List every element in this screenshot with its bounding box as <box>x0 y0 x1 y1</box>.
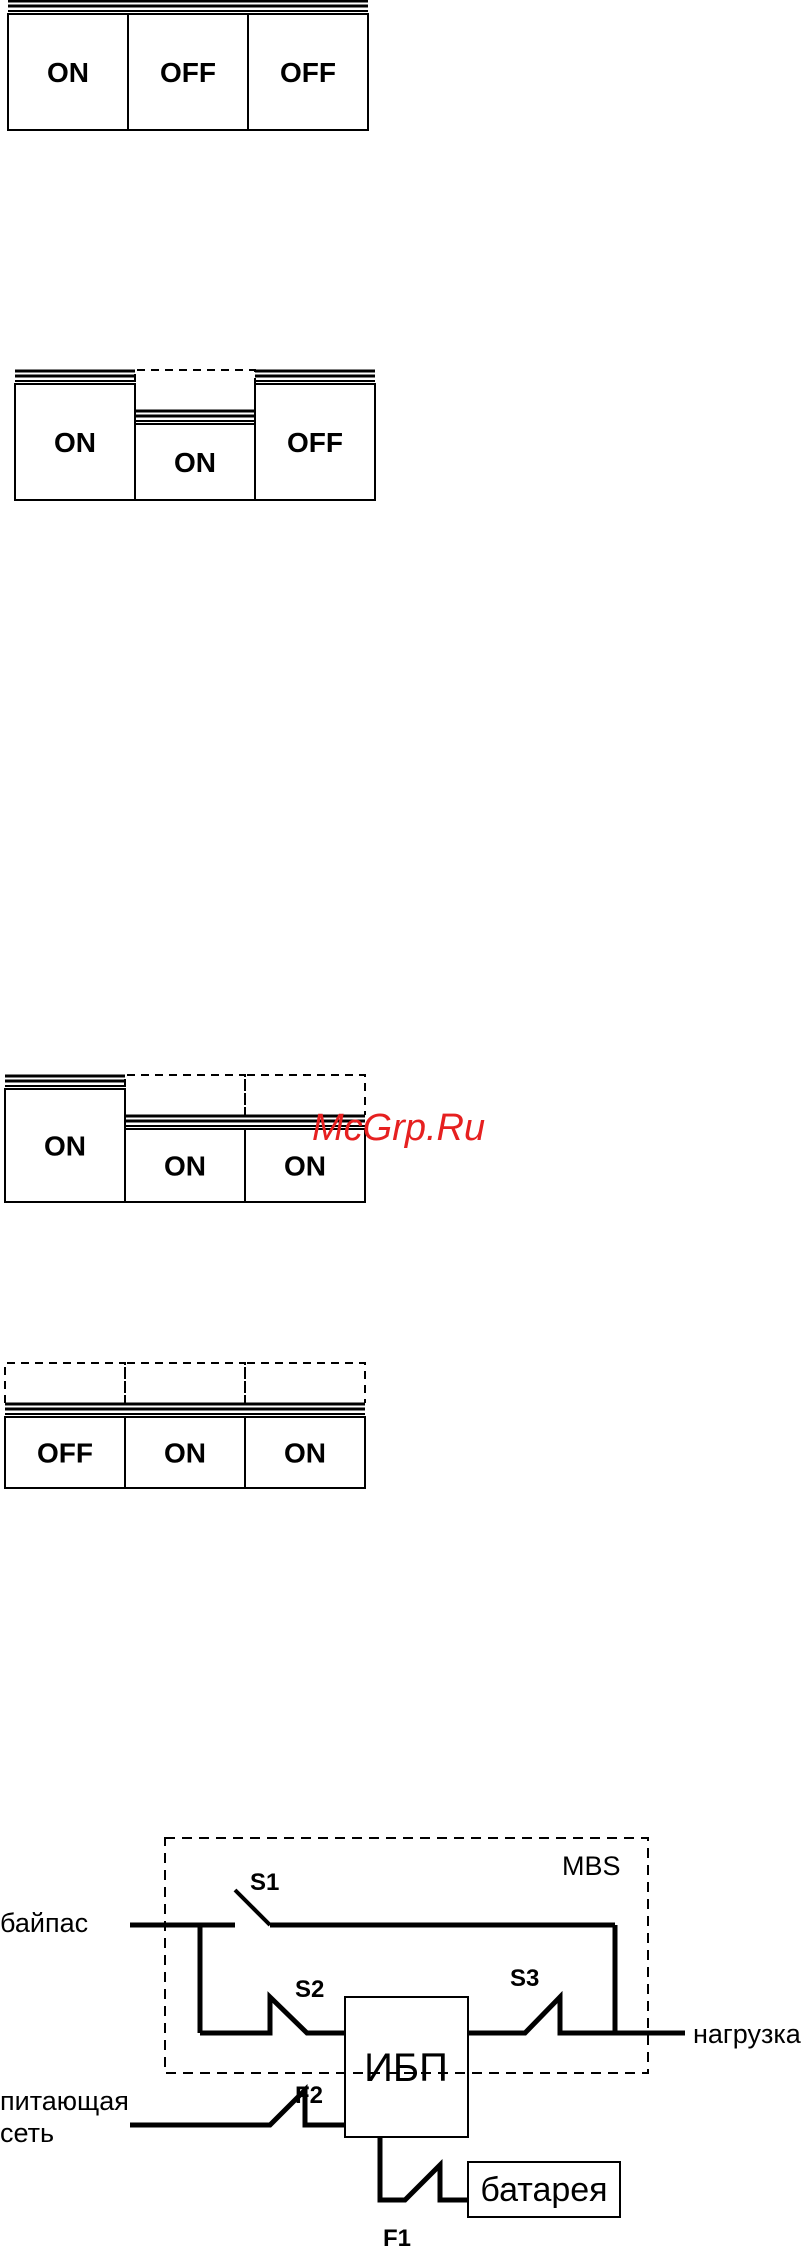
fuse-f1-label: F1 <box>383 2225 411 2252</box>
switch-state-label: ON <box>284 1151 326 1182</box>
switch-state-label: OFF <box>287 427 343 458</box>
switch-state-label: ON <box>164 1151 206 1182</box>
rocker-switch: OFF <box>248 1 368 130</box>
switch-s3-label: S3 <box>510 1965 539 1992</box>
switch-state-label: ON <box>54 427 96 458</box>
switch-outline-dashed <box>245 1363 365 1403</box>
rocker-switch: ON <box>135 370 255 500</box>
rocker-switch: OFF <box>255 371 375 500</box>
switch-panel-4: OFF ON ON <box>5 1363 365 1488</box>
load-label: нагрузка <box>693 2019 802 2049</box>
fuse-f1-contact <box>380 2137 468 2200</box>
rocker-switch: ON <box>125 1363 245 1488</box>
switch-outline-dashed <box>125 1075 245 1115</box>
switch-state-label: ON <box>47 57 89 88</box>
rocker-switch: ON <box>245 1363 365 1488</box>
switch-panel-3: ON ON ON <box>5 1075 365 1202</box>
switch-outline-dashed <box>5 1363 125 1403</box>
switch-state-label: OFF <box>37 1438 93 1469</box>
rocker-switch: ON <box>15 371 135 500</box>
rocker-switch: ON <box>5 1076 125 1202</box>
mains-label-line2: сеть <box>0 2118 54 2148</box>
bypass-label: байпас <box>0 1908 88 1938</box>
switch-panel-2: ON ON OFF <box>15 370 375 500</box>
switch-s2-label: S2 <box>295 1976 324 2003</box>
switch-state-label: ON <box>44 1131 86 1162</box>
rocker-switch: ON <box>125 1075 245 1202</box>
switch-s3-contact <box>468 1997 615 2033</box>
switch-state-label: OFF <box>280 57 336 88</box>
ups-label: ИБП <box>364 2046 448 2090</box>
mains-label-line1: питающая <box>0 2086 129 2116</box>
battery-label: батарея <box>480 2171 607 2209</box>
rocker-switch: ON <box>8 1 128 130</box>
rocker-switch: OFF <box>5 1363 125 1488</box>
switch-s1-label: S1 <box>250 1869 279 1896</box>
switch-outline-dashed <box>135 370 255 410</box>
switch-state-label: ON <box>164 1438 206 1469</box>
switch-panel-1: ON OFF OFF <box>8 1 368 130</box>
switch-state-label: OFF <box>160 57 216 88</box>
rocker-switch: OFF <box>128 1 248 130</box>
watermark: McGrp.Ru <box>312 1107 485 1149</box>
wiring-diagram <box>130 1838 685 2217</box>
mbs-label: MBS <box>562 1851 621 1881</box>
switch-panels: ON OFF OFF ON ON OFF ON ON ON OFF ON ON <box>5 1 375 1488</box>
switch-state-label: ON <box>284 1438 326 1469</box>
switch-state-label: ON <box>174 447 216 478</box>
fuse-f2-label: F2 <box>295 2082 323 2109</box>
switch-outline-dashed <box>125 1363 245 1403</box>
